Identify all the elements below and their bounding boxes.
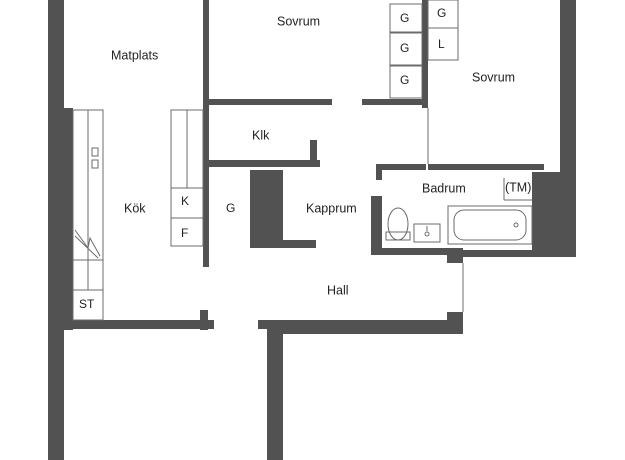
wall-kitchen-bottom-stub [200, 310, 208, 330]
fixture-label-g4: G [437, 6, 446, 20]
wall-bath-top [376, 164, 426, 170]
fixture-label-l: L [438, 37, 445, 51]
wall-bath-left [371, 196, 382, 254]
fixture-label-g-hall: G [226, 201, 235, 215]
wall-sovrum-right [422, 0, 428, 108]
fixture-label-f: F [181, 226, 188, 240]
sink-zigzag [74, 229, 101, 257]
fixture-label-g3: G [400, 73, 409, 87]
toilet-tank [385, 231, 411, 241]
wall-lower-right-top [283, 329, 463, 334]
room-label-kapprum: Kapprum [306, 201, 357, 215]
wardrobe-g3 [389, 65, 423, 99]
walls [48, 0, 576, 460]
bathtub-inner [453, 209, 527, 241]
wall-sovrum-bottom [205, 99, 332, 105]
wall-hall-bottom [258, 320, 463, 329]
room-label-badrum: Badrum [422, 181, 466, 195]
room-label-sovrum-top: Sovrum [277, 14, 320, 28]
wardrobe-g1 [389, 3, 423, 33]
toilet [387, 207, 409, 241]
wall-klk-bottom [205, 160, 320, 167]
bathtub [447, 205, 533, 245]
washbasin [413, 223, 441, 243]
wall-sovrum-bottom-right [362, 99, 424, 105]
fixture-label-g1: G [400, 11, 409, 25]
wall-bath-top-left [376, 164, 382, 180]
wardrobe-g2 [389, 32, 423, 66]
room-label-kok: Kök [124, 201, 146, 215]
wall-kitchen-right [203, 0, 209, 267]
wall-hall-bottom-stub [447, 312, 463, 329]
fixture-label-g2: G [400, 41, 409, 55]
wall-lower-left [48, 329, 64, 460]
room-label-klk: Klk [252, 128, 270, 142]
bathtub-drain [513, 222, 519, 228]
washbasin-drain [424, 231, 430, 237]
sink-line [74, 235, 99, 259]
wall-bath-bottom-stub [447, 248, 463, 263]
wall-bath-top-right [428, 164, 544, 170]
room-label-hall: Hall [327, 283, 349, 297]
wall-bath-bottom [371, 248, 463, 255]
wall-lower-right [267, 329, 283, 460]
stove-knob-2 [91, 159, 99, 169]
wall-pillar-foot [250, 240, 316, 248]
fixture-labels: G G G G L G K F ST [79, 6, 446, 311]
wall-right-bottom [463, 250, 576, 257]
fixture-label-st: ST [79, 297, 95, 311]
room-label-tm: (TM) [505, 180, 531, 194]
room-label-matplats: Matplats [111, 48, 158, 62]
fixture-label-k: K [181, 194, 189, 208]
wall-kitchen-bottom [64, 320, 214, 329]
stove-knob-1 [91, 147, 99, 157]
wardrobe-l [427, 27, 459, 61]
thin-lines [72, 0, 533, 321]
wall-kitchen-left [64, 108, 73, 330]
wall-pillar [250, 170, 283, 247]
wall-right-outer-low [532, 172, 576, 257]
wall-klk-right [310, 140, 317, 167]
room-labels: Matplats Sovrum Sovrum Klk Kök Kapprum B… [111, 14, 531, 297]
room-label-sovrum-right: Sovrum [472, 70, 515, 84]
